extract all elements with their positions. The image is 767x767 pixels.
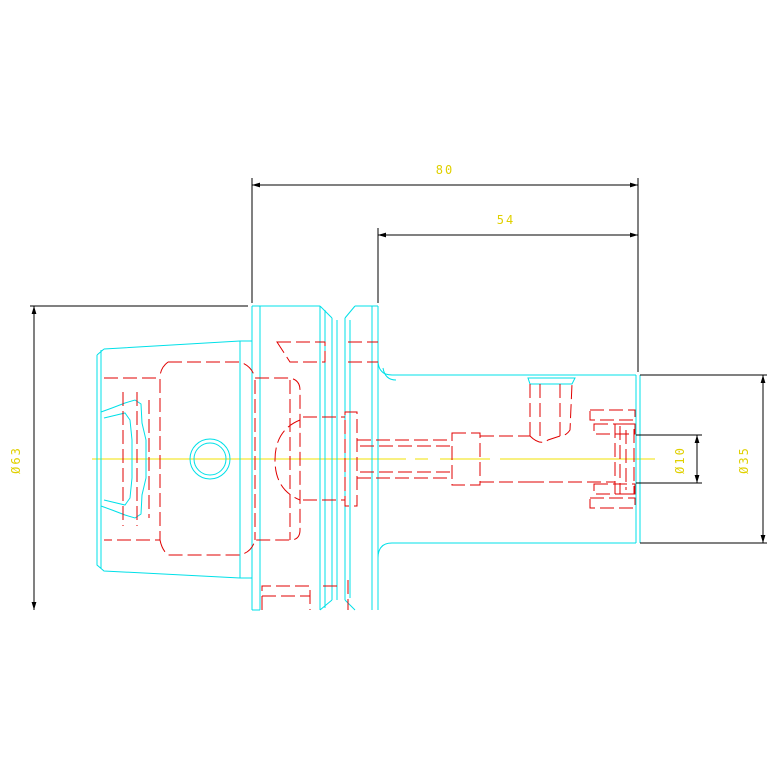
dim-label-shank-length: 54 <box>497 213 515 227</box>
dim-label-flange-diameter: Ø63 <box>9 446 23 474</box>
hidden-lines <box>104 341 636 610</box>
dimensions <box>30 178 767 610</box>
dim-label-overall-length: 80 <box>436 163 454 177</box>
pin-hole-outer <box>189 438 231 480</box>
pin-hole-inner <box>193 442 227 476</box>
dim-label-shank-diameter: Ø35 <box>737 446 751 474</box>
dim-label-bore-diameter: Ø10 <box>673 446 687 474</box>
part-outline <box>96 305 641 611</box>
